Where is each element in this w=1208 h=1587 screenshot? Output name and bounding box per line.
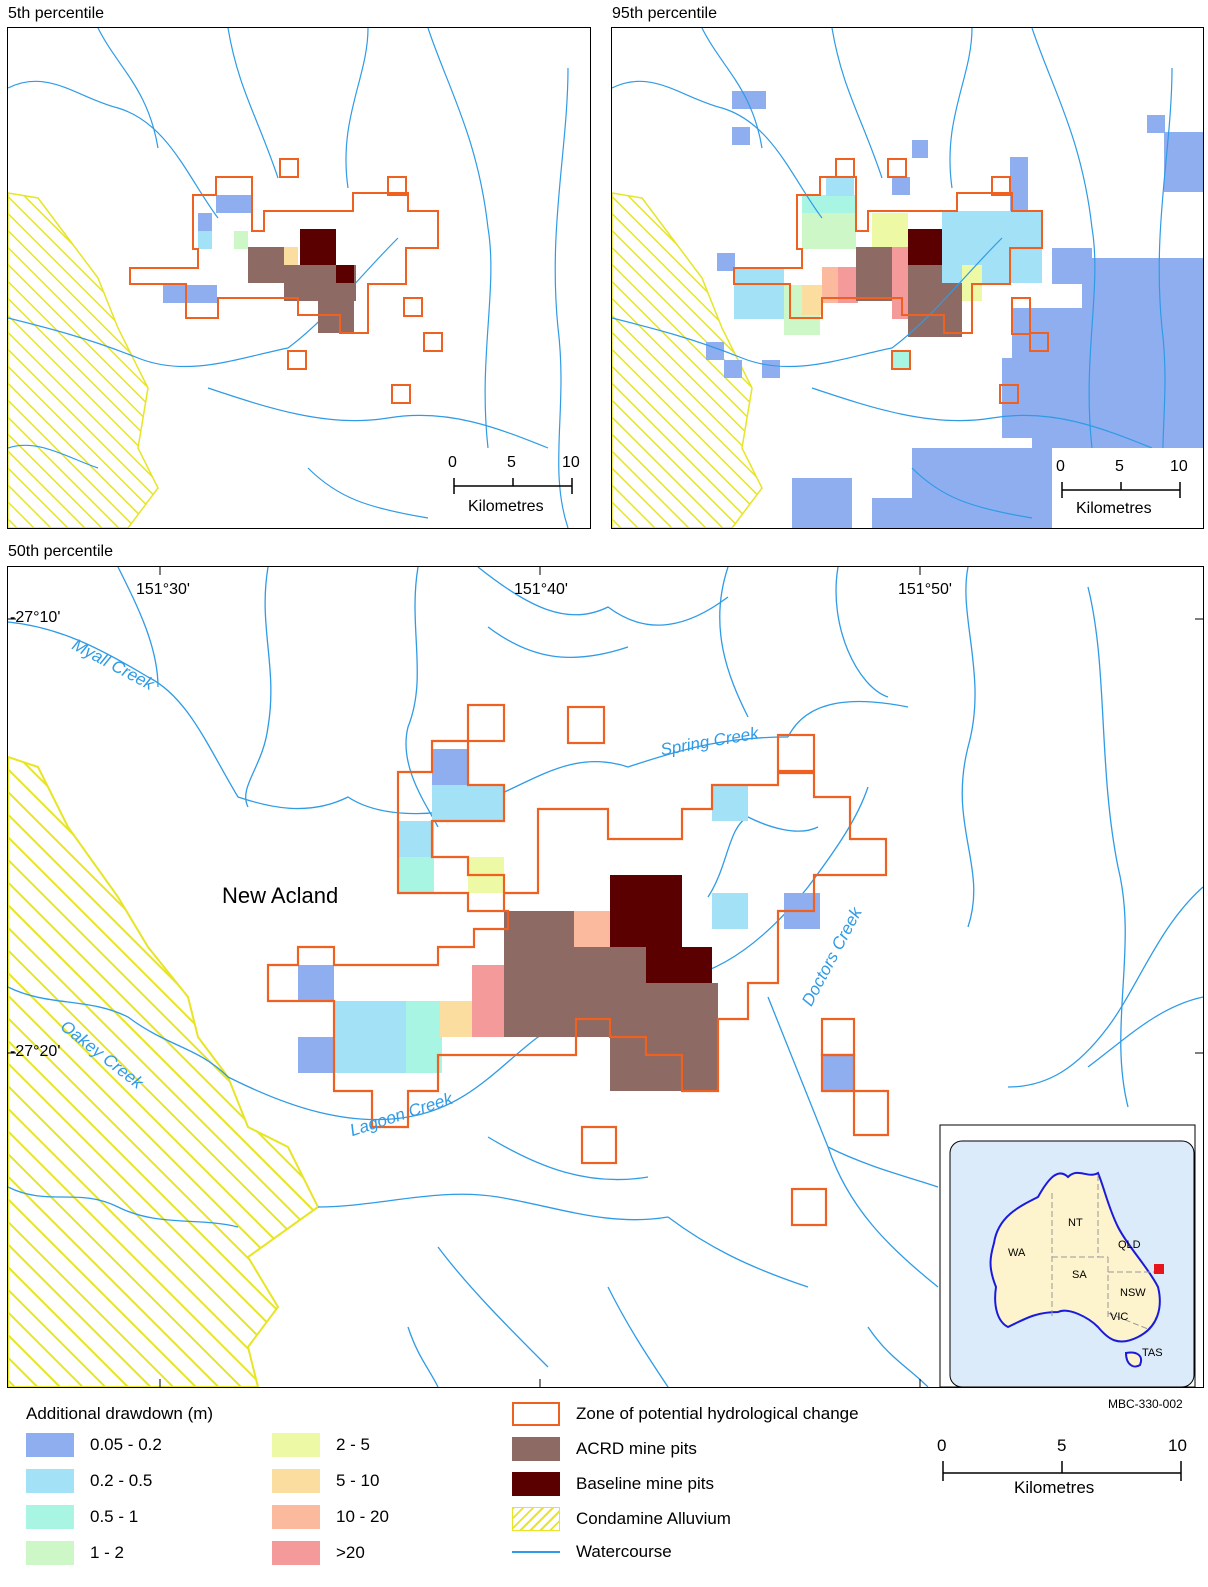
legend-label: 1 - 2 (90, 1543, 125, 1562)
scale-tick-5: 5 (1115, 458, 1124, 475)
legend-label: 5 - 10 (336, 1471, 380, 1490)
map-5th-percentile[interactable]: 0 5 10 Kilometres (7, 27, 591, 529)
zone-outlines-50th (266, 703, 890, 1227)
main-scalebar (942, 1461, 1182, 1481)
drawdown-cells-50th (298, 749, 854, 1091)
legend-swatch (26, 1433, 74, 1457)
panel-title-50th: 50th percentile (8, 543, 113, 560)
condamine-alluvium (8, 192, 159, 528)
legend-swatch (26, 1505, 74, 1529)
legend-swatch (272, 1541, 320, 1565)
legend-label: 0.5 - 1 (90, 1507, 139, 1526)
legend-item-10-20: 10 - 20 (272, 1505, 389, 1529)
scalebar-95th-unit: Kilometres (1076, 500, 1152, 517)
zone-outlines-95th (733, 158, 1049, 404)
legend-swatch-baseline (512, 1472, 560, 1496)
panel-title-95th: 95th percentile (612, 5, 717, 22)
legend-swatch (272, 1505, 320, 1529)
lon-label-3: 151°50' (898, 581, 952, 598)
condamine-alluvium (612, 192, 763, 528)
legend-swatch-watercourse (512, 1551, 560, 1553)
map-reference-code: MBC-330-002 (1108, 1397, 1183, 1411)
graticule-ticks (8, 567, 1203, 1387)
site-location-marker (1154, 1264, 1164, 1274)
lon-label-1: 151°30' (136, 581, 190, 598)
scalebar-95th (1061, 482, 1181, 498)
legend-item-baseline: Baseline mine pits (512, 1472, 714, 1496)
scalebar-5th (453, 478, 573, 494)
map-50th-percentile[interactable]: 151°30' 151°40' 151°50' -27°10' -27°20' … (7, 566, 1204, 1388)
legend-item-2-5: 2 - 5 (272, 1433, 370, 1457)
legend-item-acrd: ACRD mine pits (512, 1437, 697, 1461)
lat-label-2: -27°20' (10, 1043, 61, 1060)
legend-item-gt-20: >20 (272, 1541, 365, 1565)
main-scale-tick-10: 10 (1168, 1436, 1187, 1455)
scalebar-5th-unit: Kilometres (468, 498, 544, 515)
legend-item-alluvium: Condamine Alluvium (512, 1507, 731, 1531)
legend-swatch-acrd (512, 1437, 560, 1461)
scale-tick-10: 10 (562, 454, 580, 471)
inset-label-vic: VIC (1110, 1311, 1129, 1323)
drawdown-cells-95th-center (734, 178, 1042, 369)
watercourses (612, 28, 1173, 528)
legend-item-5-10: 5 - 10 (272, 1469, 379, 1493)
legend-label: >20 (336, 1543, 365, 1562)
inset-label-nsw: NSW (1120, 1287, 1146, 1299)
watercourses (8, 28, 569, 528)
legend-label: Zone of potential hydrological change (576, 1404, 859, 1423)
inset-label-wa: WA (1008, 1247, 1026, 1259)
scale-tick-5: 5 (507, 454, 516, 471)
legend-item-1-2: 1 - 2 (26, 1541, 124, 1565)
inset-label-sa: SA (1072, 1269, 1087, 1281)
inset-australia-map (939, 1124, 1196, 1387)
inset-label-nt: NT (1068, 1217, 1083, 1229)
legend-item-0-5-1: 0.5 - 1 (26, 1505, 138, 1529)
inset-label-qld: QLD (1118, 1239, 1141, 1251)
legend-label: Watercourse (576, 1542, 672, 1561)
legend-label: 10 - 20 (336, 1507, 389, 1526)
watercourses (8, 567, 1203, 1387)
legend-item-zone: Zone of potential hydrological change (512, 1402, 859, 1426)
legend-label: 0.05 - 0.2 (90, 1435, 162, 1454)
condamine-alluvium (8, 755, 320, 1387)
legend-swatch (26, 1469, 74, 1493)
legend-item-0-2-0-5: 0.2 - 0.5 (26, 1469, 152, 1493)
main-scale-tick-0: 0 (937, 1436, 947, 1455)
legend-item-0-05-0-2: 0.05 - 0.2 (26, 1433, 162, 1457)
drawdown-cells-5th (163, 195, 356, 333)
legend-label: 2 - 5 (336, 1435, 371, 1454)
legend-swatch-zone (512, 1402, 560, 1426)
scale-tick-10: 10 (1170, 458, 1188, 475)
legend-label: Condamine Alluvium (576, 1509, 731, 1528)
legend-swatch (26, 1541, 74, 1565)
legend-label: Baseline mine pits (576, 1474, 714, 1493)
legend-label: 0.2 - 0.5 (90, 1471, 153, 1490)
inset-label-tas: TAS (1142, 1347, 1163, 1359)
legend-title: Additional drawdown (m) (26, 1404, 214, 1423)
town-label-new-acland: New Acland (222, 883, 339, 908)
scalebar-95th-bg (1052, 448, 1203, 528)
zone-outlines-5th (129, 158, 443, 404)
main-scale-unit: Kilometres (1014, 1478, 1095, 1497)
legend-swatch-alluvium (512, 1507, 560, 1531)
map-95th-percentile[interactable]: 0 5 10 Kilometres (611, 27, 1204, 529)
main-scale-tick-5: 5 (1057, 1436, 1067, 1455)
legend-swatch (272, 1469, 320, 1493)
legend-swatch (272, 1433, 320, 1457)
scale-tick-0: 0 (448, 454, 457, 471)
legend-label: ACRD mine pits (576, 1439, 697, 1458)
lat-label-1: -27°10' (10, 609, 61, 626)
scale-tick-0: 0 (1056, 458, 1065, 475)
legend-item-watercourse: Watercourse (512, 1542, 672, 1562)
panel-title-5th: 5th percentile (8, 5, 105, 22)
lon-label-2: 151°40' (514, 581, 568, 598)
